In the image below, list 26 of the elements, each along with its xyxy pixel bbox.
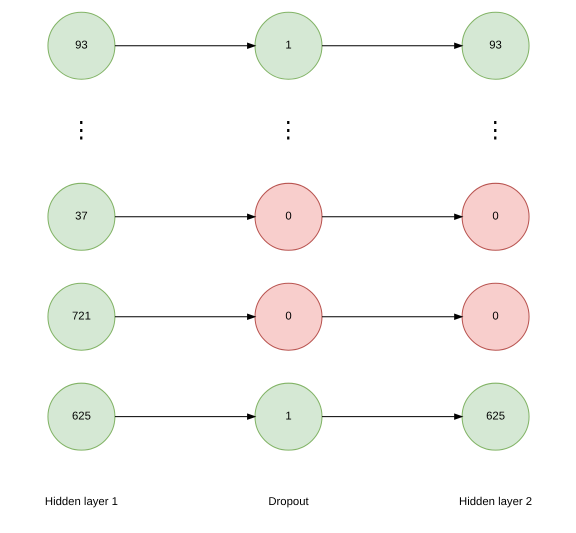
node-circle: 0 [254,182,322,251]
label: ⋮ [276,116,300,142]
arrow [322,413,463,420]
arrow [322,313,463,320]
label: Hidden layer 2 [458,496,532,508]
arrow [114,214,256,220]
arrow [114,42,256,50]
node-circle: 1 [254,382,322,451]
node-circle: 1 [254,12,322,80]
arrow [322,214,463,220]
node-circle: 625 [461,382,530,451]
arrow [114,313,256,320]
label: ⋮ [484,116,507,142]
node-circle: 721 [46,282,115,351]
node-circle: 0 [461,182,530,251]
node-circle: 625 [46,382,115,451]
label: ⋮ [69,116,92,142]
node-circle: 93 [461,12,530,80]
label: Dropout [268,496,308,508]
node-circle: 37 [46,182,115,251]
arrow [322,42,463,50]
label: Hidden layer 1 [44,496,118,508]
arrow [114,413,256,420]
node-circle: 0 [254,282,322,351]
node-circle: 93 [46,12,115,80]
node-circle: 0 [461,282,530,351]
